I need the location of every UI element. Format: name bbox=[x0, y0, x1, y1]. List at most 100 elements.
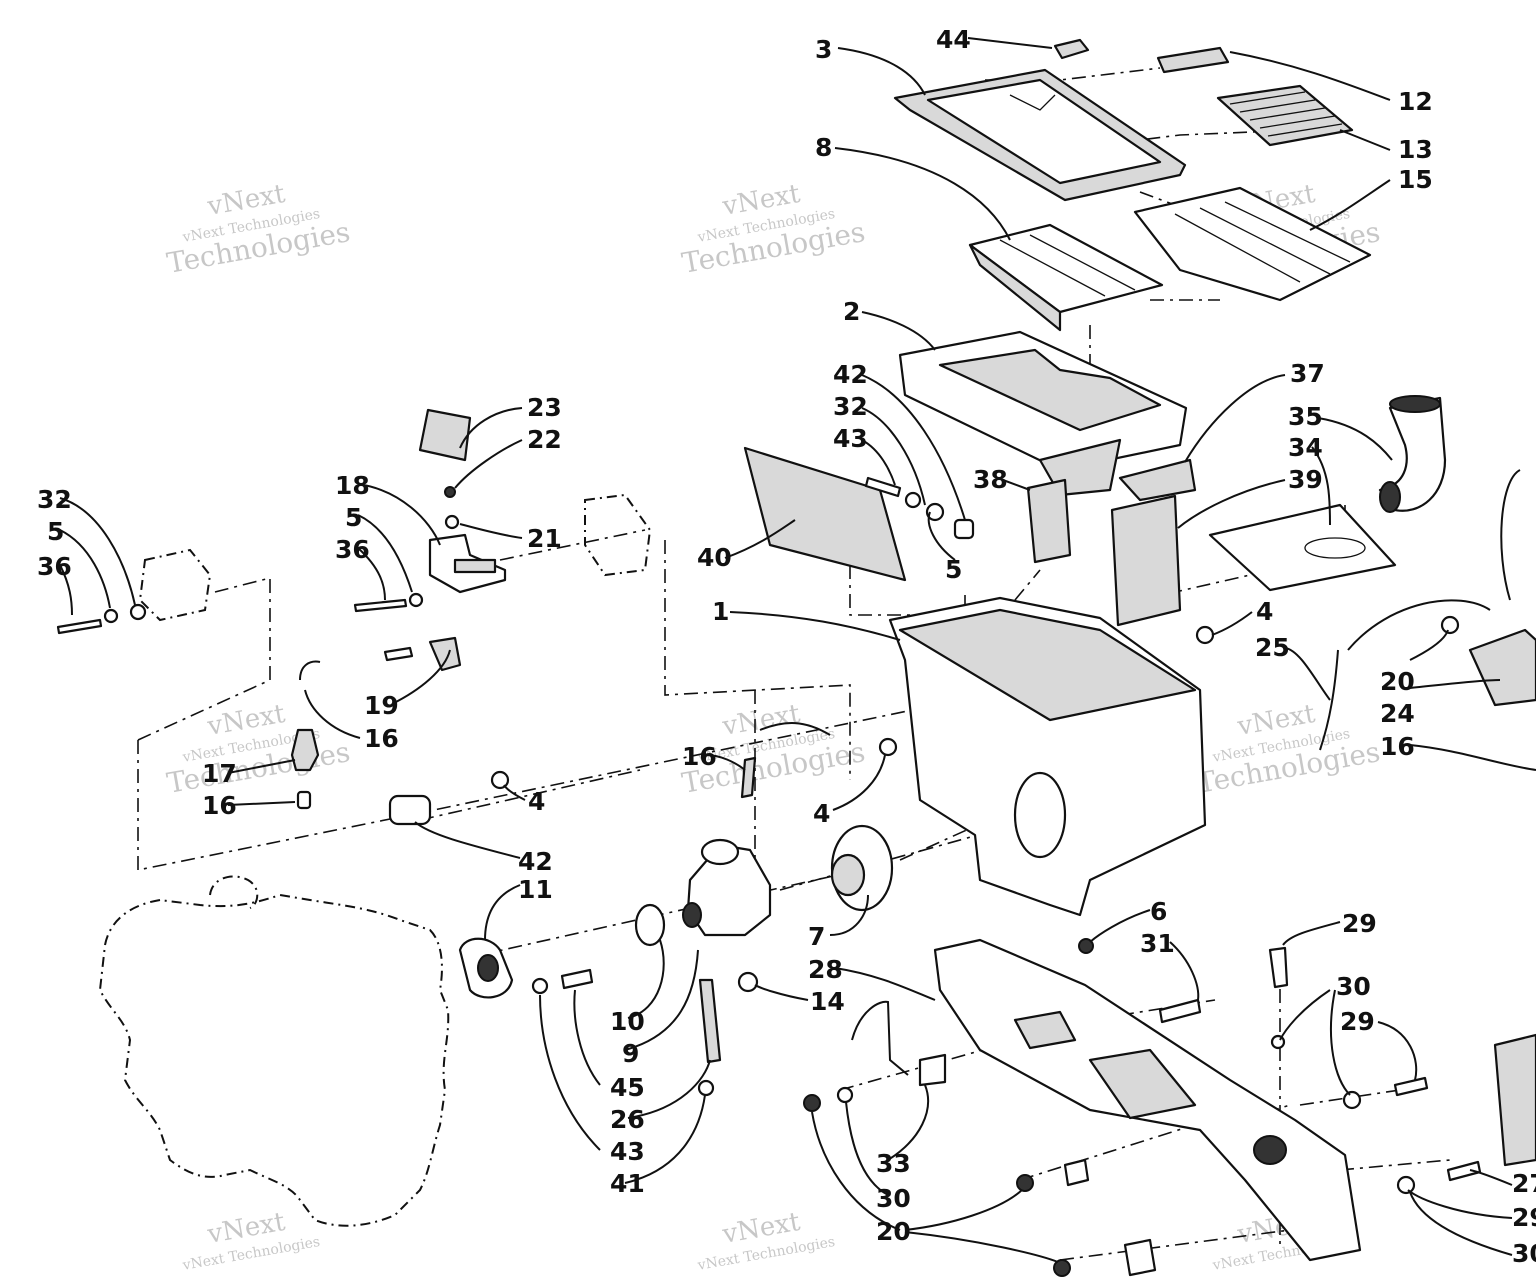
callout-40: 40 bbox=[697, 543, 732, 572]
watermark: vNext vNext Technologies Technologies bbox=[679, 179, 867, 280]
watermark: vNext vNext Technologies bbox=[696, 1207, 837, 1274]
callout-labels: 44 3 12 13 8 15 2 37 35 34 39 42 32 43 3… bbox=[37, 25, 1536, 1268]
part-20-nut bbox=[1440, 615, 1460, 635]
callout-25: 25 bbox=[1255, 633, 1290, 662]
part-15-screen bbox=[1133, 186, 1372, 302]
callout-27: 27 bbox=[1512, 1169, 1536, 1198]
callout-41: 41 bbox=[610, 1169, 645, 1198]
part-40-foam bbox=[743, 446, 907, 582]
block-outline bbox=[584, 493, 652, 577]
leader-lines bbox=[59, 37, 1536, 1263]
part-16-hose bbox=[740, 756, 757, 799]
callout-15: 15 bbox=[1398, 165, 1433, 194]
callout-39: 39 bbox=[1288, 465, 1323, 494]
part-16-hose bbox=[299, 660, 321, 681]
part-23-decal bbox=[418, 408, 472, 462]
watermark: vNext vNext Technologies Technologies bbox=[164, 699, 352, 800]
callout-5: 5 bbox=[945, 555, 962, 584]
part-20-nut bbox=[803, 1094, 821, 1112]
part-30-washer bbox=[1342, 1090, 1362, 1110]
part-21-washer bbox=[444, 514, 460, 530]
callout-43: 43 bbox=[833, 424, 868, 453]
callout-10: 10 bbox=[610, 1007, 645, 1036]
part-43-washer bbox=[531, 977, 549, 995]
callout-35: 35 bbox=[1288, 402, 1323, 431]
part-5-washer bbox=[408, 592, 424, 608]
part-42-spacer bbox=[953, 518, 975, 540]
part-16-hose bbox=[1500, 469, 1521, 601]
part-30-plate bbox=[1123, 1238, 1157, 1277]
callout-30: 30 bbox=[1512, 1239, 1536, 1268]
part-45-screw bbox=[560, 968, 594, 990]
part-18-bracket bbox=[428, 533, 507, 594]
callout-30: 30 bbox=[1336, 972, 1371, 1001]
callout-11: 11 bbox=[518, 875, 553, 904]
part-34-plate bbox=[1208, 503, 1397, 592]
part-1-airbox-main bbox=[888, 596, 1207, 917]
callout-36: 36 bbox=[37, 552, 72, 581]
callout-16: 16 bbox=[364, 724, 399, 753]
part-32-washer bbox=[904, 491, 922, 509]
callout-37: 37 bbox=[1290, 359, 1325, 388]
part-6-nut bbox=[1078, 938, 1094, 954]
part-32-washer bbox=[129, 603, 147, 621]
part-12-decal bbox=[1156, 46, 1230, 74]
part-16-hose bbox=[759, 722, 831, 736]
callout-26: 26 bbox=[610, 1105, 645, 1134]
part-30-washer bbox=[836, 1086, 854, 1104]
callout-23: 23 bbox=[527, 393, 562, 422]
callout-32: 32 bbox=[833, 392, 868, 421]
callout-14: 14 bbox=[810, 987, 845, 1016]
part-8-baffle bbox=[968, 223, 1164, 332]
part-4-bushing bbox=[878, 737, 898, 757]
part-29-bolt bbox=[1393, 1076, 1429, 1097]
part-7-intake-boot bbox=[830, 824, 894, 912]
bracket-outline bbox=[138, 548, 212, 622]
callout-21: 21 bbox=[527, 524, 562, 553]
watermark: vNext vNext Technologies bbox=[181, 1207, 322, 1274]
callout-2: 2 bbox=[843, 297, 860, 326]
callout-28: 28 bbox=[808, 955, 843, 984]
part-36-screw bbox=[56, 618, 103, 635]
part-4-bushing bbox=[490, 770, 510, 790]
part-5-washer bbox=[925, 502, 945, 522]
callout-3: 3 bbox=[815, 35, 832, 64]
callout-1: 1 bbox=[712, 597, 729, 626]
part-42-spacer bbox=[388, 794, 432, 826]
callout-17: 17 bbox=[202, 759, 237, 788]
part-19-primer bbox=[383, 636, 462, 672]
part-36-screw bbox=[353, 598, 408, 613]
part-29-bolt bbox=[1268, 946, 1289, 989]
callout-20: 20 bbox=[876, 1217, 911, 1246]
part-35-intake-elbow bbox=[1378, 395, 1447, 513]
part-37-foam bbox=[1118, 458, 1197, 502]
engine-outline bbox=[98, 893, 450, 1227]
part-2-airbox-upper bbox=[898, 330, 1188, 497]
callout-6: 6 bbox=[1150, 897, 1167, 926]
part-17-fitting bbox=[290, 728, 320, 772]
part-41-clip bbox=[697, 1079, 715, 1097]
callout-34: 34 bbox=[1288, 433, 1323, 462]
part-16-clamp bbox=[296, 790, 312, 810]
callout-32: 32 bbox=[37, 485, 72, 514]
part-30-washer bbox=[1396, 1175, 1416, 1195]
callout-5: 5 bbox=[345, 503, 362, 532]
part-10-clamp bbox=[634, 903, 666, 947]
callout-44: 44 bbox=[936, 25, 971, 54]
part-44-label bbox=[1053, 38, 1090, 60]
callout-42: 42 bbox=[518, 847, 553, 876]
callout-29: 29 bbox=[1340, 1007, 1375, 1036]
part-30-plate bbox=[1063, 1158, 1090, 1187]
part-26-hose bbox=[698, 978, 722, 1064]
part-24-fuel-pump bbox=[1468, 628, 1536, 707]
part-20-nut bbox=[1016, 1174, 1034, 1192]
callout-4: 4 bbox=[1256, 597, 1273, 626]
part-25-hose bbox=[1319, 649, 1339, 751]
callout-20: 20 bbox=[1380, 667, 1415, 696]
callout-19: 19 bbox=[364, 691, 399, 720]
callout-24: 24 bbox=[1380, 699, 1415, 728]
engine-outline-boss bbox=[209, 875, 259, 909]
callout-4: 4 bbox=[813, 799, 830, 828]
callout-12: 12 bbox=[1398, 87, 1433, 116]
